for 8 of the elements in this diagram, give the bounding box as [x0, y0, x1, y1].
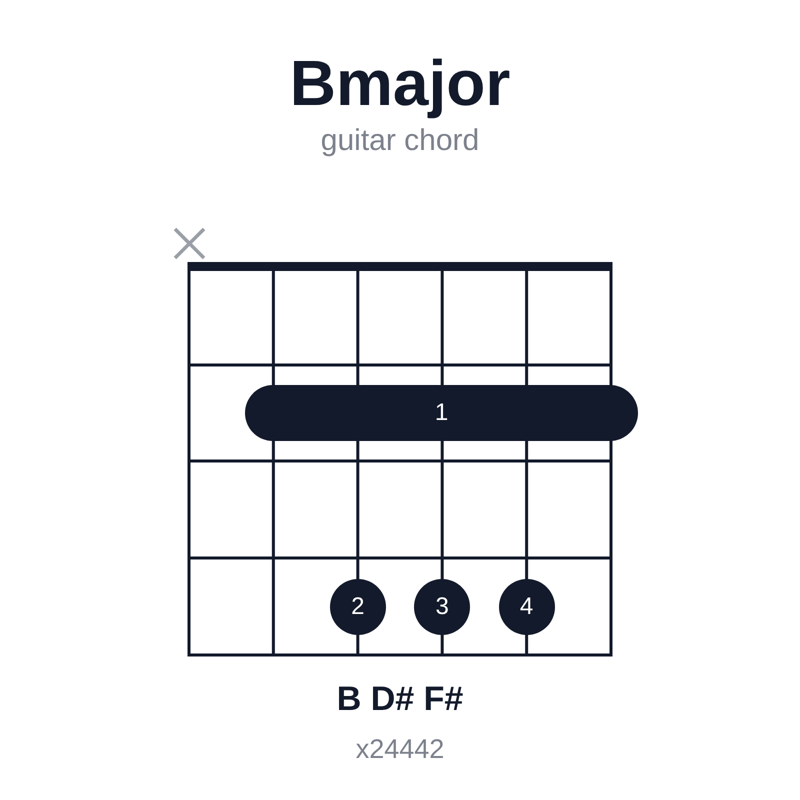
finger-dot: 2 — [330, 579, 386, 635]
subtitle: guitar chord — [320, 124, 480, 158]
fingering-code: x24442 — [356, 734, 444, 765]
barre-bar: 1 — [245, 385, 638, 441]
finger-dot: 3 — [414, 579, 470, 635]
chord-notes: B D# F# — [336, 680, 464, 719]
finger-dot: 4 — [498, 579, 555, 635]
chord-title: Bmajor — [290, 46, 510, 120]
